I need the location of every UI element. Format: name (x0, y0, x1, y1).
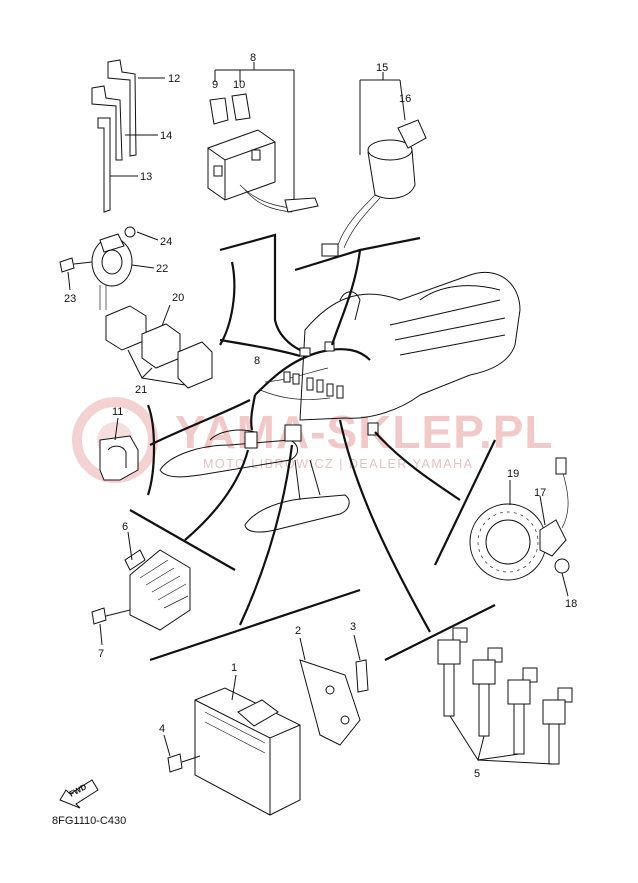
callout-8-top: 8 (250, 52, 256, 64)
ignition-coil-2 (472, 647, 503, 737)
pickup-sensor-assembly (469, 457, 570, 597)
callout-4: 4 (159, 723, 165, 735)
callout-labels: 12 14 13 8 9 10 15 16 24 22 23 20 21 8 1… (64, 52, 577, 780)
bracket-lines (146, 404, 156, 496)
watermark-text: YAMA-SKLEP.PL (175, 406, 554, 458)
callout-23: 23 (64, 293, 76, 305)
harness-connector-b (324, 341, 335, 352)
callout-18: 18 (565, 598, 577, 610)
callout-5: 5 (474, 768, 480, 780)
callout-11: 11 (112, 406, 123, 418)
ignition-coil-4 (542, 687, 573, 765)
main-wire-harness (244, 341, 379, 449)
harness-connector-a (299, 347, 311, 357)
callout-17: 17 (534, 487, 546, 499)
callout-16: 16 (399, 93, 411, 105)
callout-12: 12 (168, 73, 180, 85)
callout-14: 14 (160, 130, 172, 142)
callout-8-center: 8 (254, 355, 260, 367)
harness-connector-d (284, 424, 302, 442)
fuse-box-assembly (207, 62, 319, 213)
bracket-11 (99, 417, 139, 481)
callout-13: 13 (140, 171, 152, 183)
callout-19: 19 (507, 468, 519, 480)
fuse-cluster (283, 371, 344, 399)
ecu-assembly (163, 634, 369, 816)
callout-20: 20 (172, 292, 184, 304)
callout-2: 2 (295, 625, 301, 637)
callout-21: 21 (135, 384, 147, 396)
callout-3: 3 (350, 621, 356, 633)
relay-block-group (105, 304, 213, 389)
fwd-arrow: FWD (59, 779, 99, 809)
ignition-coil-3 (507, 667, 538, 755)
snowmobile-outline (159, 271, 521, 533)
callout-7: 7 (98, 648, 104, 660)
callout-24: 24 (160, 236, 172, 248)
harness-connector-e (367, 422, 379, 436)
cable-tie-group (91, 59, 165, 213)
relay-assembly (59, 226, 159, 310)
main-switch-assembly (321, 72, 427, 257)
rectifier-regulator (91, 531, 191, 646)
ignition-coil-1 (437, 627, 468, 717)
ignition-coil-group (437, 627, 573, 765)
leader-pointers (129, 233, 496, 662)
callout-6: 6 (122, 521, 128, 533)
diagram-code: 8FG1110-C430 (52, 815, 126, 827)
callout-15: 15 (376, 62, 388, 74)
callout-9: 9 (212, 79, 218, 91)
callout-10: 10 (233, 79, 245, 91)
callout-1: 1 (231, 662, 237, 674)
harness-connector-c (244, 431, 258, 449)
callout-22: 22 (156, 263, 168, 275)
